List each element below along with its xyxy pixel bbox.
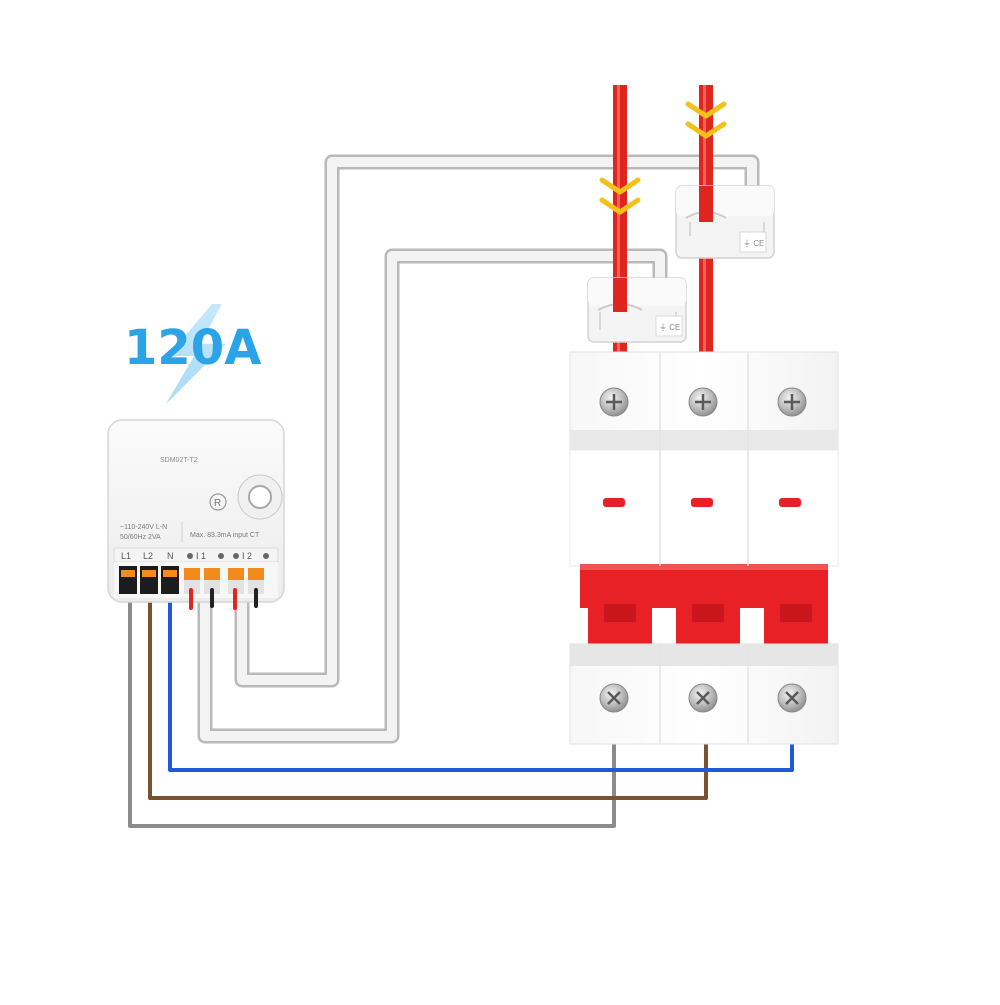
terminal-n: N: [167, 551, 174, 561]
reset-symbol: R: [214, 498, 221, 509]
ct-clamp-1: ⏚ CE: [587, 277, 687, 343]
screw-icon: [599, 683, 629, 713]
ct-clamp-2: ⏚ CE: [675, 185, 775, 259]
screw-icon: [688, 683, 718, 713]
lightning-bolt-icon: [166, 304, 226, 404]
spec-voltage: ~110-240V L-N: [120, 524, 167, 531]
terminal-i1: I 1: [196, 551, 206, 561]
ct-cable-1: [197, 248, 668, 744]
terminal-l2: L2: [143, 551, 153, 561]
ct-leads: [189, 588, 258, 610]
wire-n-blue: [168, 590, 794, 772]
svg-text:⏚ CE: ⏚ CE: [743, 239, 764, 248]
svg-text:⏚ CE: ⏚ CE: [659, 323, 680, 332]
energy-meter: SDM02T-T2 R ~110-240V L-N 50/60Hz 2VA Ma…: [107, 419, 285, 603]
terminal-l1: L1: [121, 551, 131, 561]
spec-ct: Max. 83.3mA input CT: [190, 532, 260, 539]
screw-icon: [688, 387, 718, 417]
flow-arrow-icon: [685, 101, 727, 139]
screw-icon: [777, 683, 807, 713]
terminal-i2: I 2: [242, 551, 252, 561]
screw-icon: [599, 387, 629, 417]
reset-button-icon: R: [209, 474, 283, 520]
flow-arrow-icon: [599, 177, 641, 215]
meter-model: SDM02T-T2: [160, 457, 198, 464]
ct-cable-2: [234, 154, 760, 688]
rating-label: 120A: [124, 320, 261, 376]
spec-freq: 50/60Hz 2VA: [120, 534, 161, 541]
wire-l1-grey: [128, 590, 616, 828]
screw-icon: [777, 387, 807, 417]
